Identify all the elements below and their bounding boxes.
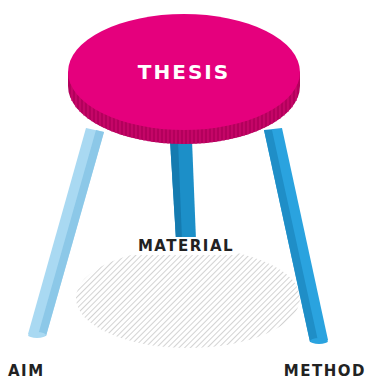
leg-label: MATERIAL <box>135 237 237 255</box>
leg-label: AIM <box>8 362 45 380</box>
seat-label: THESIS <box>68 60 300 84</box>
leg-label: METHOD <box>284 362 366 380</box>
stool-seat: THESIS <box>68 14 300 146</box>
shadow <box>76 248 300 348</box>
middle-leg <box>170 140 196 245</box>
seat-top <box>68 14 300 130</box>
left-leg <box>28 128 104 338</box>
right-leg <box>264 128 328 344</box>
